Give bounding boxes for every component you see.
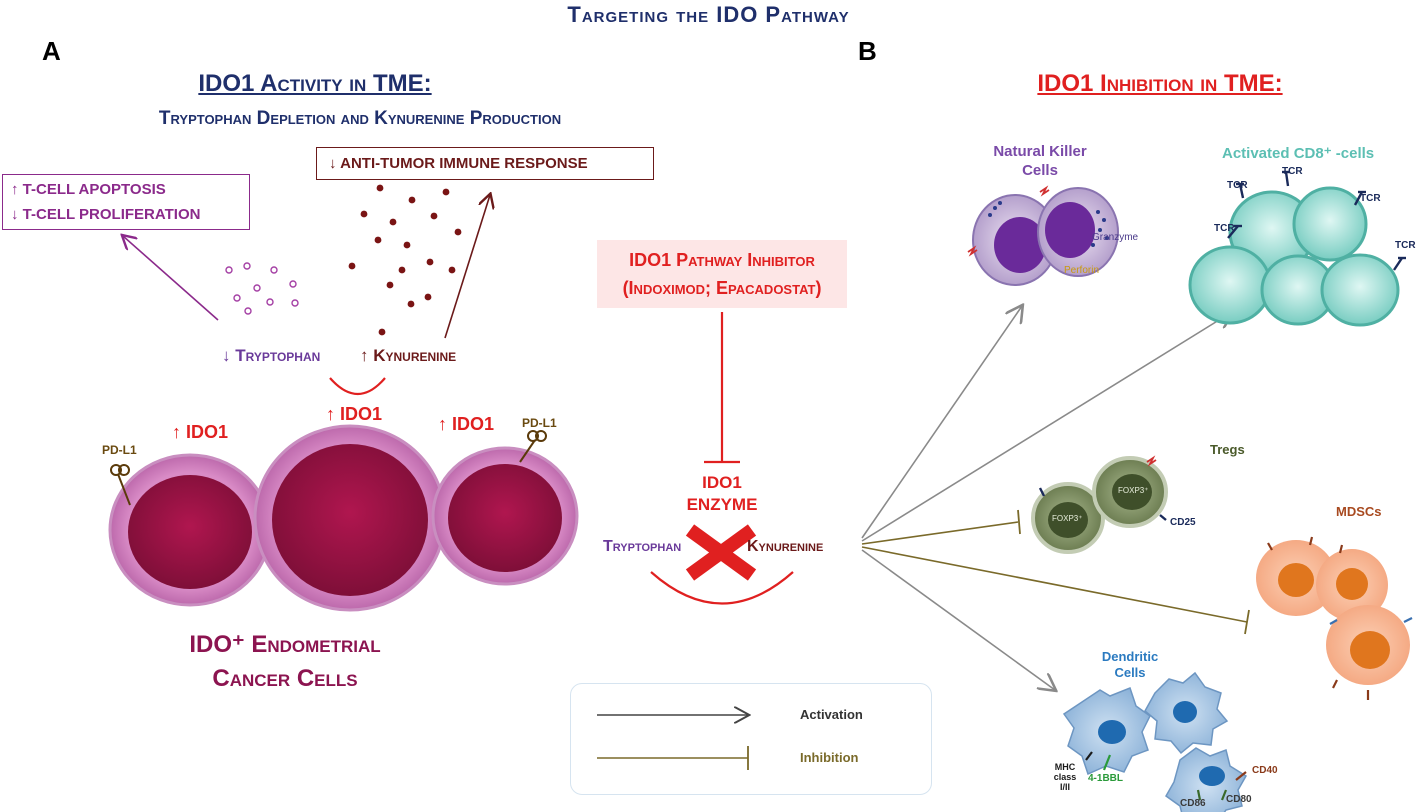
dc-label-line1: Dendritic — [1101, 649, 1159, 664]
pdl1-receptor-left — [110, 464, 131, 506]
pdl1-label-right: PD-L1 — [522, 416, 557, 430]
tryptophan-label-a: ↓ Tryptophan — [222, 346, 321, 365]
pdl1-receptor-right — [519, 430, 547, 463]
panel-a-heading: IDO1 Activity in TME: — [198, 70, 432, 97]
tcr-label-2: TCR — [1282, 166, 1303, 177]
panel-letter-a: A — [42, 36, 61, 66]
foxp3-label-2: FOXP3⁺ — [1118, 486, 1149, 495]
blocked-x-icon — [685, 524, 757, 581]
dc-receptors — [1085, 751, 1247, 801]
tryptophan-molecules — [225, 262, 299, 315]
ido1-enzyme-label: IDO1 ENZYME — [672, 472, 772, 516]
mhc-label: MHC class I/II — [1045, 762, 1085, 792]
mdscs-label: MDSCs — [1336, 504, 1382, 519]
cancer-cell-left — [108, 453, 272, 607]
ido1-label-left: ↑ IDO1 — [172, 422, 229, 442]
cancer-cells-label: IDO⁺ Endometrial Cancer Cells — [150, 628, 420, 696]
bbl-label: 4-1BBL — [1088, 773, 1124, 784]
arrow-to-cd8 — [861, 312, 1232, 542]
foxp3-label-1: FOXP3⁺ — [1052, 514, 1083, 523]
tcr-receptors — [1227, 170, 1406, 271]
cd25-label: CD25 — [1170, 517, 1196, 528]
cancer-cells-label-line2: Cancer Cells — [212, 665, 358, 692]
antitumor-response-box: ↓ ANTI-TUMOR IMMUNE RESPONSE — [316, 147, 654, 180]
nk-cells-label: Natural Killer Cells — [975, 142, 1105, 180]
dendritic-nuclei — [1098, 701, 1225, 786]
cd86-label: CD86 — [1180, 798, 1206, 809]
mdsc-cells — [1256, 536, 1413, 700]
ido1-label-right: ↑ IDO1 — [438, 414, 495, 434]
inhibit-mdscs-line — [861, 546, 1248, 623]
legend-box — [570, 683, 932, 795]
tcr-label-5: TCR — [1395, 240, 1416, 251]
dendritic-cells — [1062, 671, 1248, 812]
legend-activation-label: Activation — [800, 707, 863, 722]
inhibit-mdscs-bar — [1244, 609, 1250, 635]
panel-b-heading: IDO1 Inhibition in TME: — [1037, 70, 1283, 97]
perforin-label: Perforin — [1064, 265, 1100, 276]
arrow-to-dc — [861, 549, 1055, 690]
cancer-cells-label-line1: IDO⁺ Endometrial — [189, 631, 381, 658]
tcell-proliferation-text: ↓ T-CELL PROLIFERATION — [11, 206, 201, 223]
nk-cells-label-line2: Cells — [1022, 162, 1058, 179]
ido1-label-middle: ↑ IDO1 — [326, 404, 383, 424]
legend-inhibition-label: Inhibition — [800, 750, 859, 765]
antitumor-arrow — [444, 195, 490, 339]
cd8-cells-label: Activated CD8⁺ -cells — [1222, 145, 1375, 162]
mhc-label-line2: class — [1053, 772, 1077, 782]
inhibitor-examples: (Indoximod; Epacadostat) — [622, 278, 822, 298]
cd80-label: CD80 — [1226, 794, 1252, 805]
tcr-label-4: TCR — [1214, 223, 1235, 234]
tcr-label-3: TCR — [1360, 193, 1381, 204]
tregs-label: Tregs — [1210, 442, 1245, 457]
cd8-cells — [1188, 186, 1400, 327]
cancer-cell-middle — [253, 424, 447, 612]
mhc-label-line1: MHC — [1054, 762, 1076, 772]
inhibitor-box: IDO1 Pathway Inhibitor (Indoximod; Epaca… — [597, 240, 847, 308]
cancer-cell-right — [431, 446, 579, 586]
dc-label-line2: Cells — [1114, 665, 1146, 680]
nk-cells-label-line1: Natural Killer — [993, 143, 1087, 160]
panel-letter-b: B — [858, 36, 877, 66]
mhc-label-line3: I/II — [1059, 782, 1070, 792]
reaction-arc-a — [329, 377, 386, 395]
granzyme-label: Granzyme — [1092, 232, 1139, 243]
tcell-apoptosis-text: ↑ T-CELL APOPTOSIS — [11, 181, 166, 198]
kynurenine-label-a: ↑ Kynurenine — [360, 346, 457, 365]
reaction-arc-center — [650, 571, 794, 605]
inhibit-tregs-line — [861, 521, 1019, 545]
tcell-effects-box: ↑ T-CELL APOPTOSIS ↓ T-CELL PROLIFERATIO… — [2, 174, 250, 230]
pdl1-label-left: PD-L1 — [102, 443, 137, 457]
nk-cells — [967, 185, 1119, 286]
kynurenine-label-center: Kynurenine — [747, 538, 824, 555]
inhibitor-name: IDO1 Pathway Inhibitor — [629, 250, 815, 270]
cd40-label: CD40 — [1252, 765, 1278, 776]
arrow-to-nk — [861, 306, 1022, 539]
ido1-enzyme-line1: IDO1 — [702, 473, 742, 492]
panel-a-subheading: Tryptophan Depletion and Kynurenine Prod… — [158, 108, 562, 129]
figure-title: Targeting the IDO Pathway — [567, 2, 850, 27]
tcell-arrow — [123, 236, 219, 321]
tryptophan-label-center: Tryptophan — [603, 538, 682, 555]
tcr-label-1: TCR — [1227, 180, 1248, 191]
ido1-enzyme-line2: ENZYME — [686, 495, 758, 514]
kynurenine-molecules — [348, 184, 462, 336]
dc-label: Dendritic Cells — [1090, 649, 1170, 681]
treg-cells — [1031, 455, 1168, 554]
inhibit-tregs-bar — [1017, 509, 1021, 535]
